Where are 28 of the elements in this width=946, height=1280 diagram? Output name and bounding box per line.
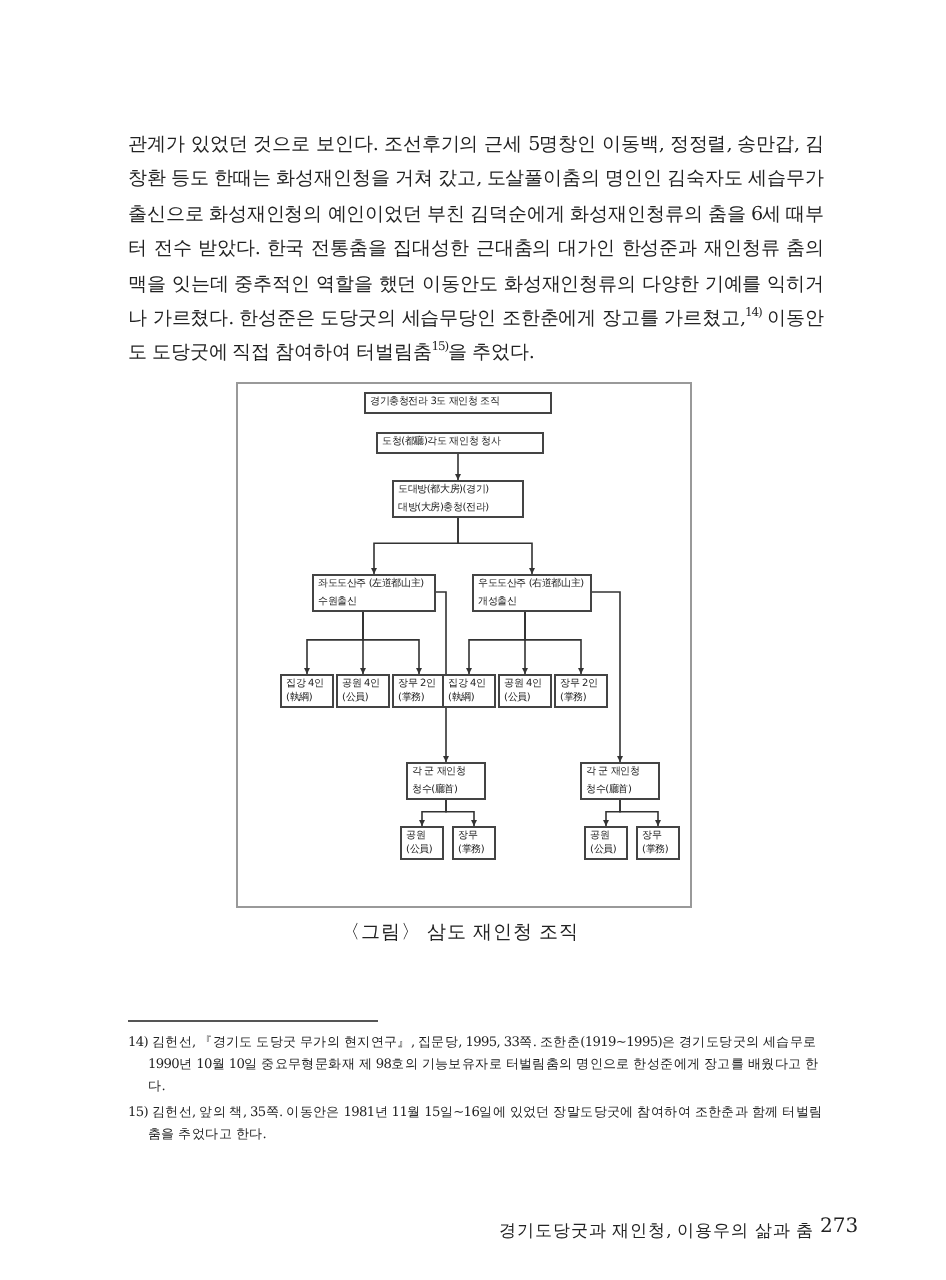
- org-box: [584, 826, 628, 860]
- org-box: [442, 674, 496, 708]
- org-box: [452, 826, 496, 860]
- figure-caption: 〈그림〉 삼도 재인청 조직: [338, 920, 582, 946]
- org-box: [498, 674, 552, 708]
- body-paragraph: 관계가 있었던 것으로 보인다. 조선후기의 근세 5명창인 이동백, 정정렬, 송만갑, 김창환 등도 한때는 화성재인청을 거쳐 갔고, 도살풀이춤의 명인인 김숙자도 세습무가 출신으로 화성재인청의 예인이었던 부친 김덕순에게 화성재인청류의 춤을 6세 때부터 전수 받았다. 한국 전통춤을 집대성한 근대춤의 대가인 한성준과 재인청류 춤의 맥을 잇는데 중추적인 역할을 했던 이동안도 화성재인청류의 다양한 기예를 익히거나 가르쳤다. 한성준은 도당굿의 세습무당인 조한춘에게 장고를 가르쳤고,$^{14)}$ 이동안도 도당굿에 직접 참여하여 터벌림춤$^{15)}$을 추었다.: [128, 132, 824, 369]
- org-box: [364, 392, 552, 413]
- org-box: [312, 574, 436, 612]
- org-box: [336, 674, 390, 708]
- arrow: [457, 517, 536, 575]
- running-footer: 경기도당굿과 재인청, 이용우의 삶과 춤: [498, 1220, 814, 1244]
- org-box: [472, 574, 592, 612]
- org-box: [406, 762, 486, 800]
- page-number: 273: [820, 1216, 859, 1238]
- org-box: [554, 674, 608, 708]
- org-box: [392, 674, 446, 708]
- org-box: [392, 480, 524, 518]
- arrow: [454, 452, 462, 481]
- arrow: [362, 611, 423, 675]
- org-box: [400, 826, 444, 860]
- org-box: [280, 674, 334, 708]
- arrow: [591, 591, 624, 763]
- org-box: [636, 826, 680, 860]
- org-box: [376, 432, 544, 453]
- arrow: [619, 799, 662, 827]
- org-box: [580, 762, 660, 800]
- arrow: [524, 611, 585, 675]
- arrow: [445, 799, 478, 827]
